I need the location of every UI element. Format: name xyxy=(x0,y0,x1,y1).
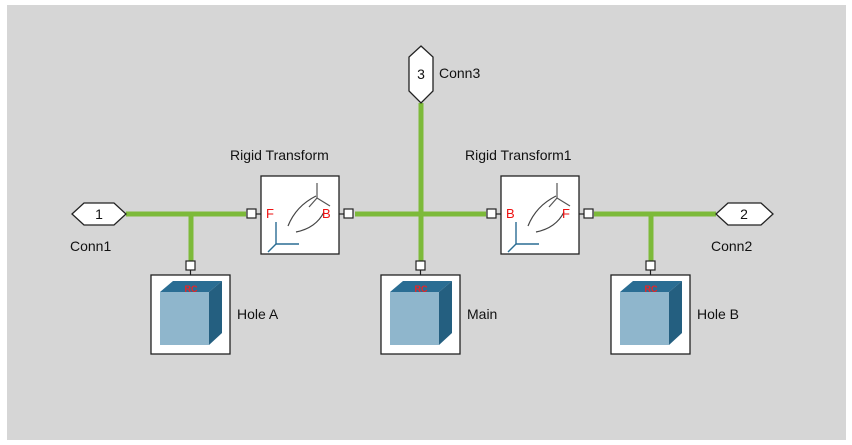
main-port-label: RC xyxy=(415,284,428,294)
main-label: Main xyxy=(467,306,498,322)
conn1-number: 1 xyxy=(95,206,103,222)
conn2-port[interactable]: 2 xyxy=(715,202,774,226)
hole-b-label: Hole B xyxy=(697,306,740,322)
rigid-transform-block[interactable]: F B xyxy=(246,175,354,255)
conn3-port[interactable]: 3 xyxy=(408,45,434,104)
main-block[interactable]: RC xyxy=(380,260,461,355)
conn1-label: Conn1 xyxy=(70,238,112,254)
frame-axes-icon xyxy=(507,183,571,253)
rt1-left-port-box xyxy=(486,208,497,219)
cube-icon xyxy=(160,281,222,345)
rigid-transform1-block[interactable]: B F xyxy=(486,175,594,255)
cube-icon xyxy=(620,281,682,345)
conn2-number: 2 xyxy=(740,206,748,222)
cube-icon xyxy=(390,281,452,345)
hole-a-label: Hole A xyxy=(237,306,279,322)
hole-a-port-label: RC xyxy=(185,284,198,294)
rt1-port-label-left: B xyxy=(506,206,515,221)
connection-lines xyxy=(126,103,716,263)
rt-right-port-box xyxy=(343,208,354,219)
hole-a-block[interactable]: RC xyxy=(150,260,231,355)
rt-port-label-right: B xyxy=(322,206,331,221)
rt-left-port-box xyxy=(246,208,257,219)
conn2-label: Conn2 xyxy=(711,238,753,254)
rt1-port-label-right: F xyxy=(562,206,570,221)
conn3-number: 3 xyxy=(417,66,425,82)
conn3-label: Conn3 xyxy=(439,65,481,81)
rt-port-label-left: F xyxy=(266,206,274,221)
hole-b-block[interactable]: RC xyxy=(610,260,691,355)
rigid-transform1-title: Rigid Transform1 xyxy=(465,147,572,163)
conn1-port[interactable]: 1 xyxy=(71,202,127,226)
rigid-transform-title: Rigid Transform xyxy=(230,147,329,163)
rt1-right-port-box xyxy=(583,208,594,219)
frame-axes-icon xyxy=(267,183,331,253)
hole-b-port-label: RC xyxy=(645,284,658,294)
